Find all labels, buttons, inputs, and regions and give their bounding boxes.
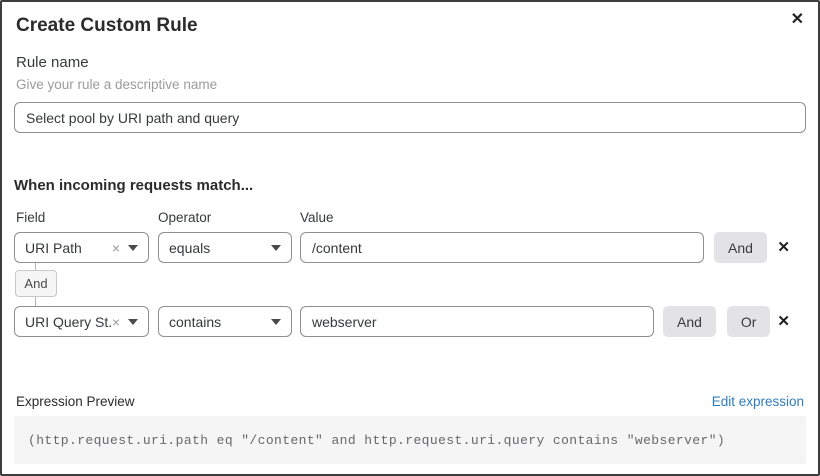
expression-code: (http.request.uri.path eq "/content" and… — [14, 416, 806, 464]
delete-row-icon[interactable]: ✕ — [777, 238, 790, 256]
connector-line — [35, 263, 36, 270]
chevron-down-icon[interactable] — [271, 318, 281, 325]
or-button[interactable]: Or — [726, 306, 771, 337]
expression-preview-header: Expression Preview Edit expression — [14, 394, 806, 410]
rule-name-input[interactable] — [14, 102, 806, 133]
operator-select-value: contains — [169, 313, 222, 330]
page-title: Create Custom Rule — [16, 15, 198, 36]
and-button[interactable]: And — [714, 232, 767, 263]
operator-select[interactable]: equals — [158, 232, 292, 263]
expression-preview-label: Expression Preview — [16, 394, 135, 409]
field-select[interactable]: URI Path × — [14, 232, 149, 263]
and-connector-badge: And — [15, 270, 57, 297]
close-icon[interactable]: ✕ — [787, 8, 808, 32]
clear-icon[interactable]: × — [111, 313, 120, 330]
rule-name-helper: Give your rule a descriptive name — [16, 77, 218, 92]
operator-column-label: Operator — [158, 210, 212, 225]
field-select-value: URI Path — [25, 239, 82, 256]
value-input[interactable] — [300, 232, 704, 263]
condition-row: URI Query St... × contains And Or ✕ — [14, 306, 806, 337]
and-connector: And — [14, 263, 806, 306]
and-button[interactable]: And — [663, 306, 716, 337]
chevron-down-icon[interactable] — [128, 244, 138, 251]
delete-row-icon[interactable]: ✕ — [777, 312, 790, 330]
condition-row: URI Path × equals And ✕ — [14, 232, 806, 263]
connector-line — [35, 297, 36, 306]
operator-select-value: equals — [169, 239, 211, 256]
matcher-heading: When incoming requests match... — [14, 177, 254, 194]
field-select[interactable]: URI Query St... × — [14, 306, 149, 337]
matcher-column-labels: Field Operator Value — [14, 210, 806, 226]
field-column-label: Field — [16, 210, 46, 225]
operator-select[interactable]: contains — [158, 306, 292, 337]
rule-name-label: Rule name — [16, 54, 89, 71]
chevron-down-icon[interactable] — [128, 318, 138, 325]
value-input[interactable] — [300, 306, 654, 337]
edit-expression-link[interactable]: Edit expression — [711, 394, 804, 409]
chevron-down-icon[interactable] — [271, 244, 281, 251]
value-column-label: Value — [300, 210, 334, 225]
clear-icon[interactable]: × — [111, 239, 120, 256]
field-select-value: URI Query St... — [25, 313, 112, 330]
